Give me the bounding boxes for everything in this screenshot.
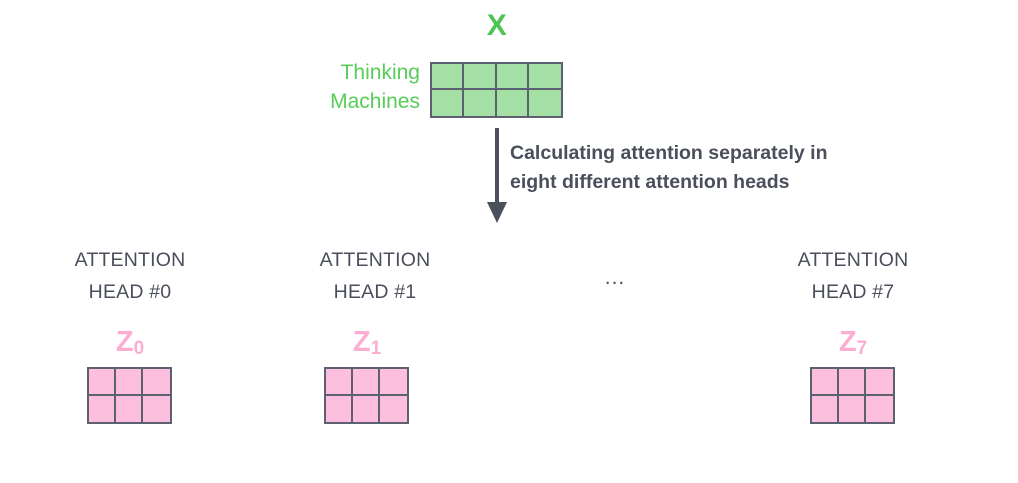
matrix-cell: [866, 369, 893, 396]
matrix-cell: [380, 395, 407, 422]
matrix-cell: [839, 369, 866, 396]
heads-ellipsis: ...: [604, 266, 626, 289]
matrix-cell: [89, 395, 116, 422]
attention-head-7-title-line-1: ATTENTION: [797, 249, 909, 271]
attention-head-1-title-line-1: ATTENTION: [319, 249, 431, 271]
input-word-list: Thinking Machines: [230, 58, 420, 116]
matrix-cell: [326, 395, 353, 422]
attention-head-0-title: ATTENTION HEAD #0: [20, 244, 240, 308]
matrix-cell: [353, 395, 380, 422]
matrix-cell: [143, 395, 170, 422]
matrix-cell: [143, 369, 170, 396]
attention-head-1-output-letter: Z: [352, 326, 371, 358]
matrix-cell: [528, 64, 561, 90]
matrix-cell: [380, 369, 407, 396]
attention-head-0-output-label: Z0: [70, 325, 190, 363]
attention-head-1-output-label: Z1: [307, 325, 427, 363]
input-matrix-x: [430, 62, 563, 118]
attention-head-1-output-matrix: [324, 367, 409, 424]
matrix-cell: [812, 369, 839, 396]
attention-head-7-output-label: Z7: [793, 325, 913, 363]
transition-caption-line-2: eight different attention heads: [510, 171, 790, 193]
transition-caption-line-1: Calculating attention separately in: [510, 142, 828, 164]
input-word-machines: Machines: [330, 90, 420, 113]
matrix-cell: [528, 90, 561, 116]
input-matrix-label-x: X: [486, 9, 508, 42]
matrix-cell: [812, 395, 839, 422]
attention-head-0-output-subscript: 0: [133, 338, 145, 359]
matrix-cell: [464, 90, 497, 116]
down-arrow-icon: [487, 128, 507, 223]
attention-head-0-title-line-2: HEAD #0: [88, 281, 172, 303]
input-word-thinking: Thinking: [340, 61, 420, 84]
matrix-cell: [353, 369, 380, 396]
matrix-cell: [496, 64, 529, 90]
matrix-cell: [866, 395, 893, 422]
attention-head-0-output-letter: Z: [115, 326, 134, 358]
matrix-cell: [116, 395, 143, 422]
matrix-cell: [464, 64, 497, 90]
attention-head-7-output-subscript: 7: [856, 338, 868, 359]
attention-head-7-title-line-2: HEAD #7: [811, 281, 895, 303]
attention-head-7-title: ATTENTION HEAD #7: [743, 244, 963, 308]
attention-head-7-output-matrix: [810, 367, 895, 424]
matrix-cell: [326, 369, 353, 396]
matrix-cell: [116, 369, 143, 396]
attention-head-1-title-line-2: HEAD #1: [333, 281, 417, 303]
matrix-cell: [89, 369, 116, 396]
matrix-cell: [432, 64, 465, 90]
attention-head-1-output-subscript: 1: [370, 338, 382, 359]
attention-head-0-title-line-1: ATTENTION: [74, 249, 186, 271]
matrix-cell: [839, 395, 866, 422]
matrix-cell: [432, 90, 465, 116]
transition-caption: Calculating attention separately in eigh…: [510, 139, 900, 197]
attention-head-1-title: ATTENTION HEAD #1: [265, 244, 485, 308]
attention-head-7-output-letter: Z: [838, 326, 857, 358]
attention-head-0-output-matrix: [87, 367, 172, 424]
matrix-cell: [496, 90, 529, 116]
